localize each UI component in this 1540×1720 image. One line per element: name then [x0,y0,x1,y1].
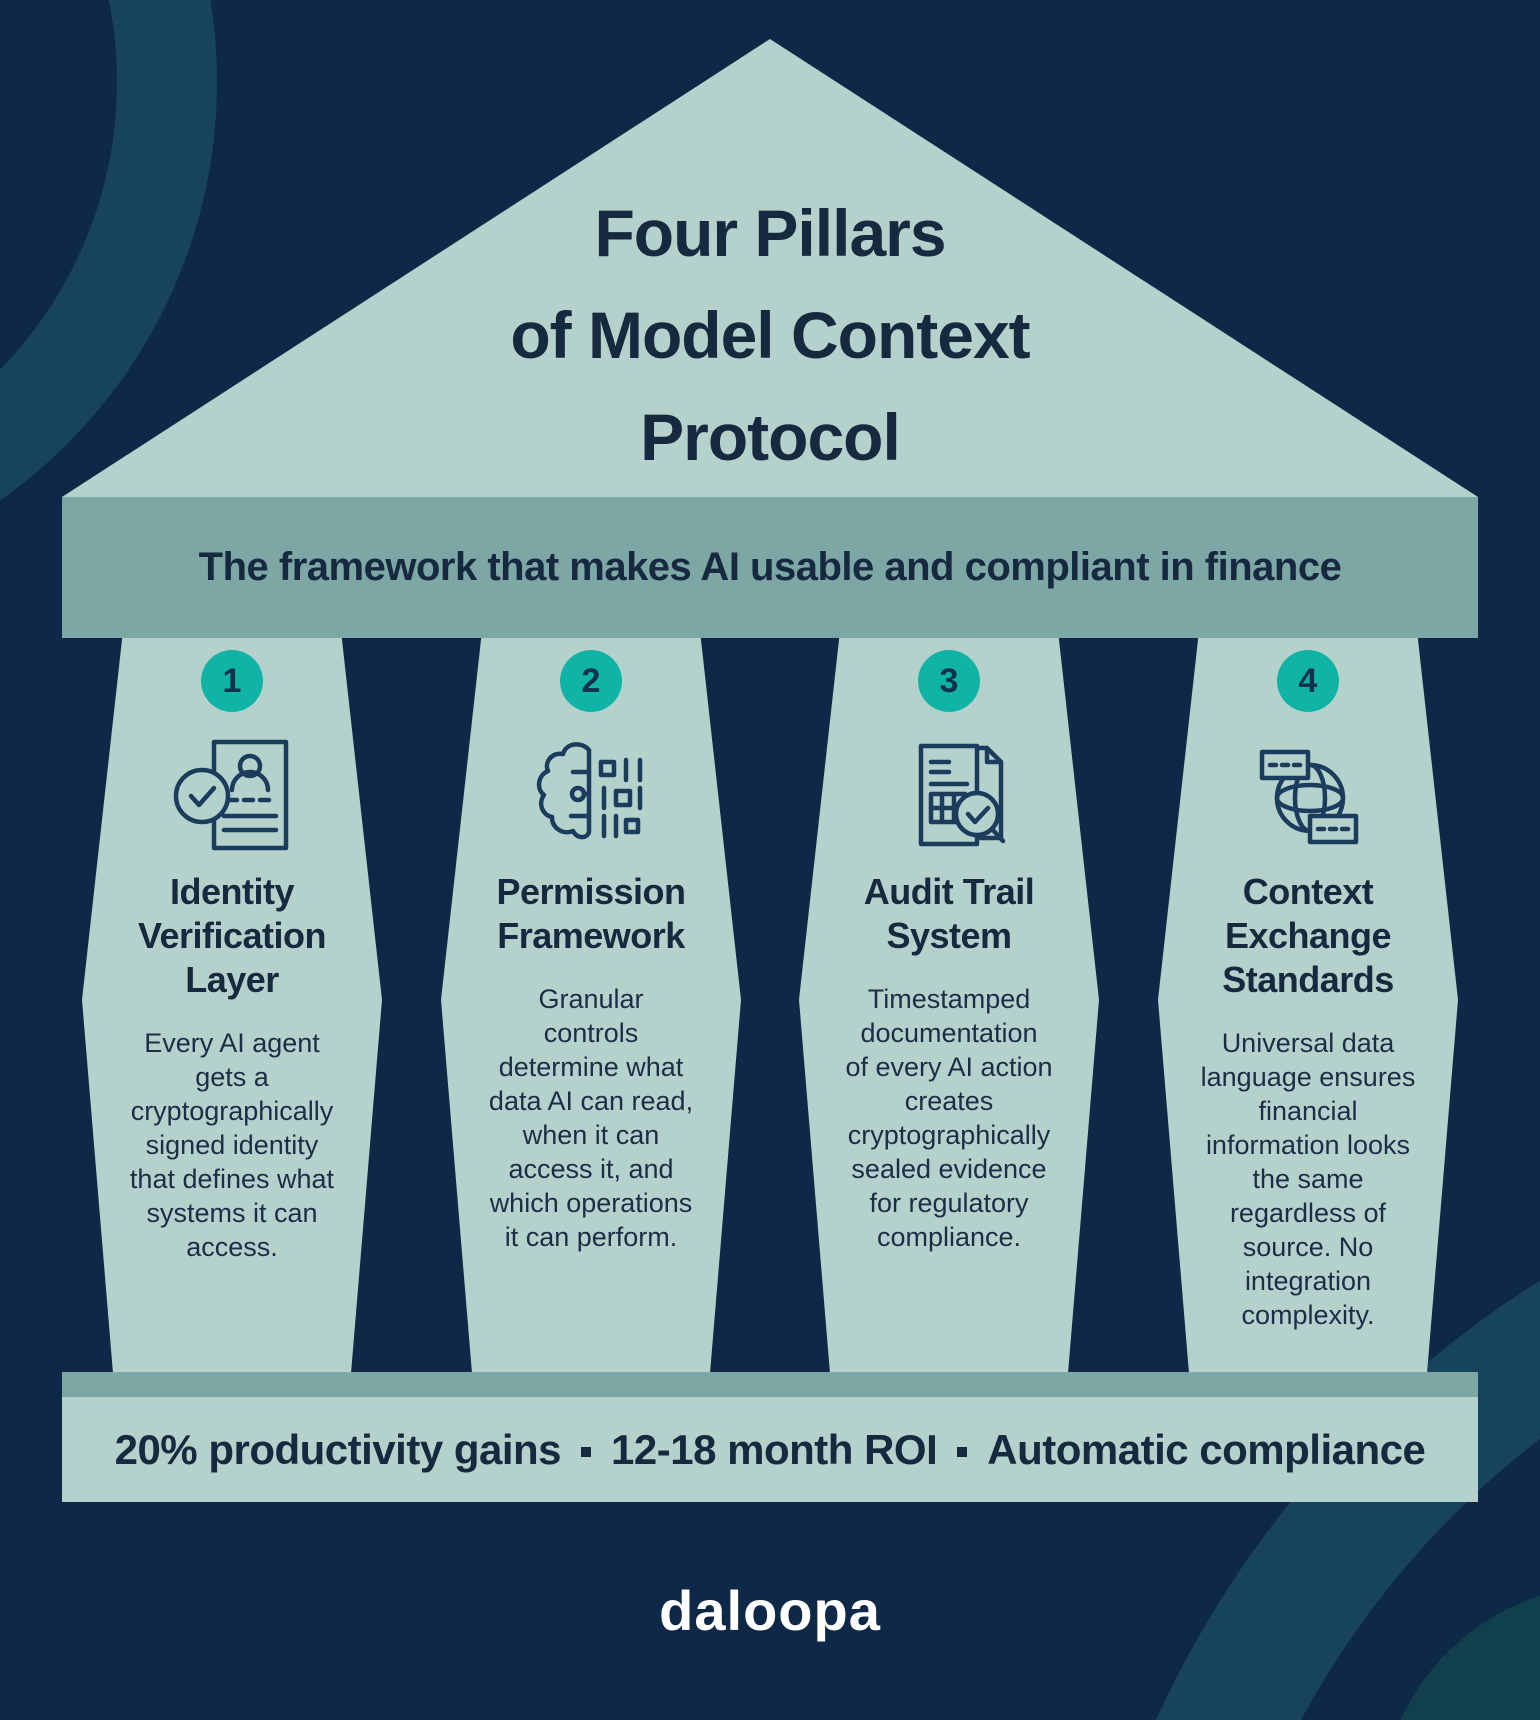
daloopa-logo: daloopa [659,1579,881,1642]
audit-document-magnifier-icon [889,736,1009,856]
pillar-number: 2 [581,661,601,700]
page-title-line-3: Protocol [640,400,901,474]
pillar-identity-verification: 1 Identity Verification Layer Every AI a… [82,638,382,1372]
bottom-right-teal-decor [1400,1595,1540,1720]
pillar-description: Every AI agent gets a cryptographically … [129,1028,335,1262]
pillar-number-badge: 2 [560,650,622,712]
stat-separator-icon [957,1447,968,1458]
pillar-title: Permission Framework [496,871,686,956]
pillar-number: 4 [1298,661,1318,700]
pillar-number: 1 [222,661,242,700]
page-title-line-1: Four Pillars [594,196,946,270]
globe-data-exchange-icon [1248,736,1368,856]
stat-productivity: 20% productivity gains [114,1425,562,1473]
pillar-number-badge: 4 [1277,650,1339,712]
pillar-permission-framework: 2 Permission Framework Granular contr [441,638,741,1372]
stat-separator-icon [581,1447,592,1458]
page-title: Four Pillars of Model Context Protocol [0,182,1540,488]
pillar-description: Granular controls determine what data AI… [488,984,694,1252]
pillar-audit-trail: 3 Audit Trail System Timestamped documen… [799,638,1099,1372]
top-left-ring-decor [0,0,217,500]
pillar-number-badge: 3 [918,650,980,712]
pillar-number-badge: 1 [201,650,263,712]
stats-text: 20% productivity gains 12-18 month ROI Aut… [115,1426,1426,1474]
subtitle-banner: The framework that makes AI usable and c… [62,497,1478,638]
pillar-description: Timestamped documentation of every AI ac… [845,984,1053,1252]
brain-permission-icon [531,736,651,856]
pillar-title: Audit Trail System [863,871,1035,956]
id-card-check-icon [172,736,292,856]
page-title-line-2: of Model Context [510,298,1030,372]
pillar-title: Context Exchange Standards [1222,871,1394,1000]
stat-roi: 12-18 month ROI [611,1425,938,1473]
pillar-title: Identity Verification Layer [137,871,327,1000]
pillar-context-exchange: 4 Context Exchange Standards Universal d… [1158,638,1458,1372]
pillar-description: Universal data language ensures financia… [1200,1028,1416,1330]
subtitle-text: The framework that makes AI usable and c… [198,545,1342,589]
base-plinth-strip [62,1372,1478,1397]
stat-compliance: Automatic compliance [987,1425,1426,1473]
base-stats-bar: 20% productivity gains 12-18 month ROI Aut… [62,1397,1478,1502]
pillar-number: 3 [939,661,959,700]
